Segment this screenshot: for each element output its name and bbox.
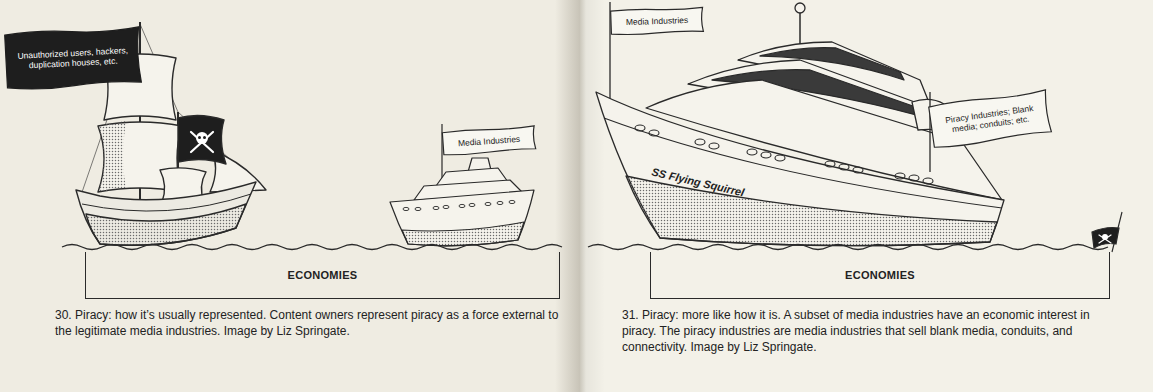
hull-stripe (82, 194, 251, 211)
mast-ring (795, 3, 805, 13)
ship-hull (390, 190, 534, 246)
water-line (62, 245, 562, 250)
flag-shape (442, 126, 535, 156)
jolly-roger-flag (1092, 228, 1119, 249)
skull-symbol (1099, 234, 1111, 243)
flag-shape (929, 89, 1052, 149)
hull-shading (402, 222, 524, 246)
figure-caption: 31. Piracy: more like how it is. A subse… (622, 307, 1117, 355)
economy-band: ECONOMIES (650, 252, 1110, 299)
ship-hull (76, 182, 256, 245)
flag-shape (5, 26, 142, 90)
figure-caption: 30. Piracy: how it’s usually represented… (55, 307, 560, 339)
sail-shading (98, 121, 126, 192)
pirate-banner: Unauthorized users, hackers, duplication… (5, 25, 142, 92)
economy-band: ECONOMIES (85, 252, 560, 299)
flag-shape (611, 7, 704, 35)
flagpole (929, 92, 930, 172)
water-line (588, 245, 1108, 250)
portholes (403, 200, 515, 210)
jolly-roger-flag (178, 115, 226, 164)
flag-banner: Media Industries (442, 125, 536, 156)
cruise-ship (390, 124, 534, 246)
band-label: ECONOMIES (288, 269, 358, 282)
flag-banner: Media Industries (611, 6, 704, 35)
small-pirate-ship (1092, 212, 1122, 252)
gutter-shadow (555, 0, 605, 392)
band-label: ECONOMIES (845, 269, 915, 282)
hull-shading (626, 176, 997, 246)
skull-symbol (191, 132, 213, 152)
